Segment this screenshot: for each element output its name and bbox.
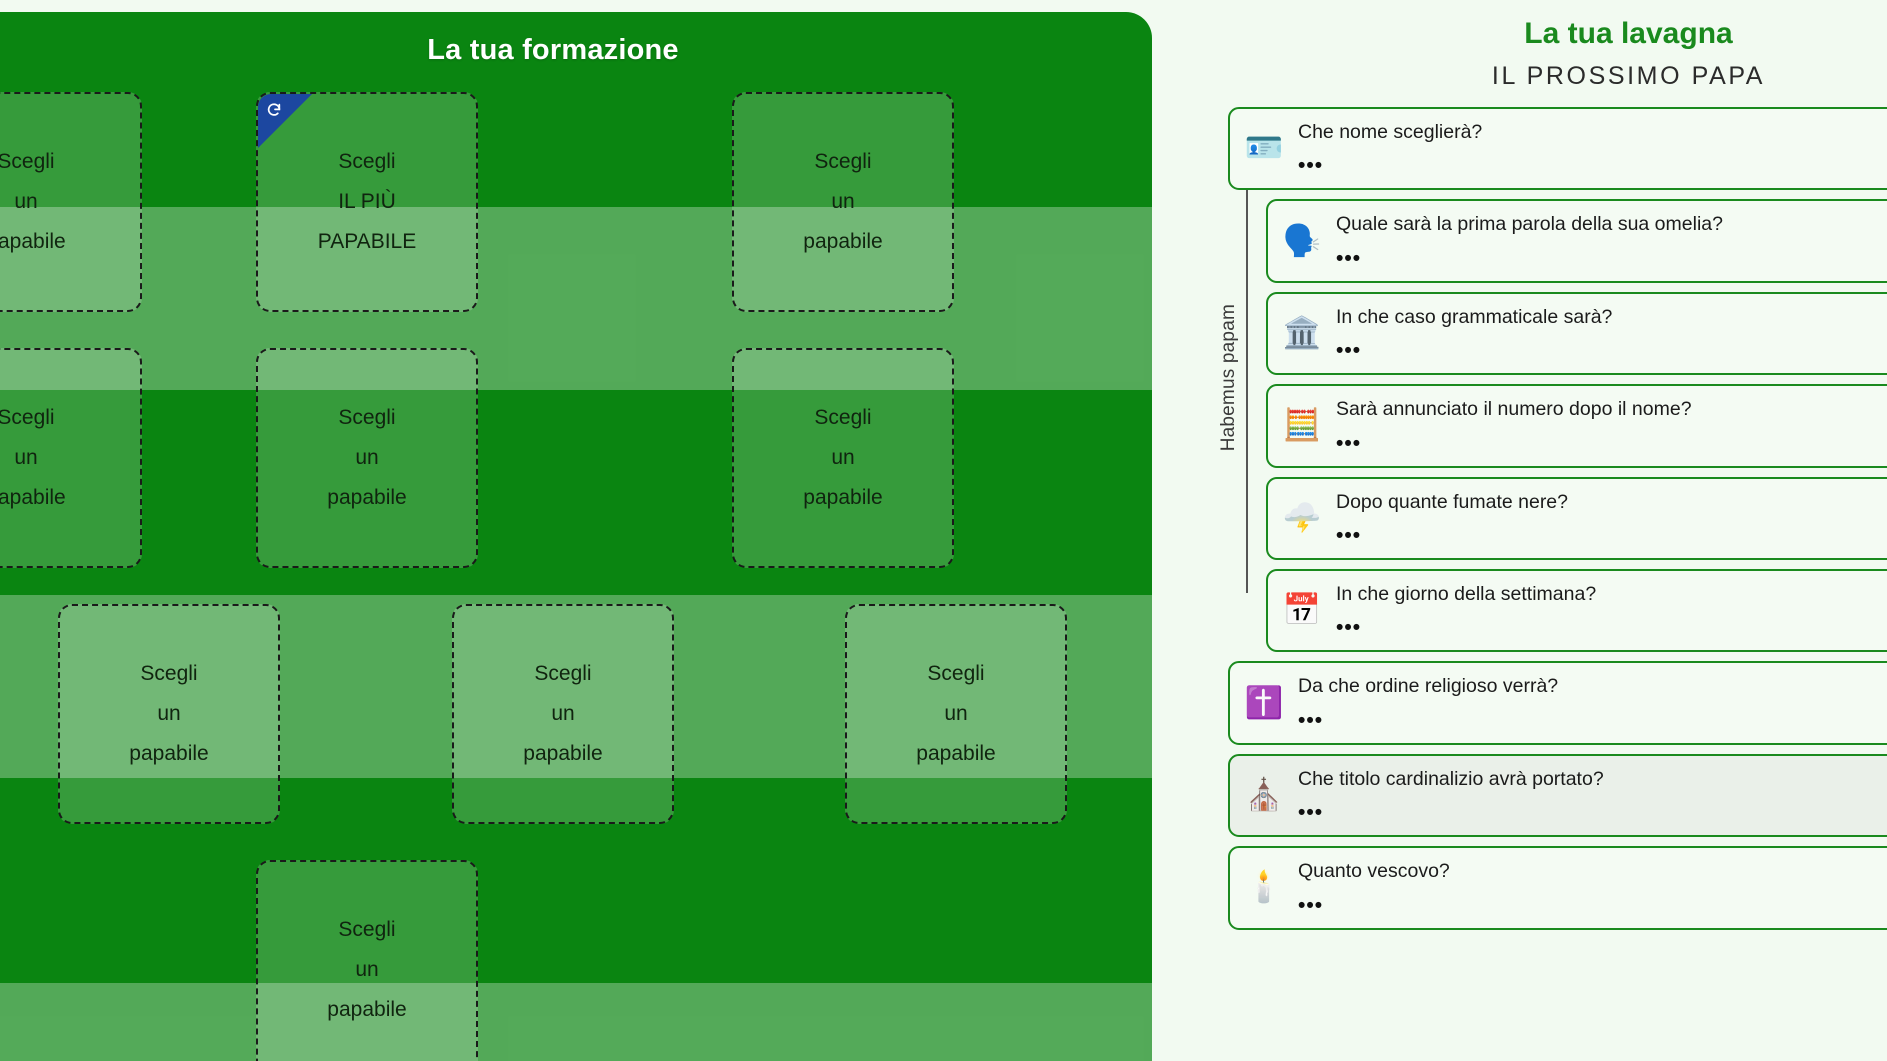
question-text: Dopo quante fumate nere? bbox=[1336, 490, 1569, 513]
question-text: Quale sarà la prima parola della sua ome… bbox=[1336, 213, 1723, 236]
formation-slot-grid: ScegliunpapabileScegliIL PIÙPAPABILESceg… bbox=[0, 12, 1152, 1061]
group-rule bbox=[1246, 163, 1248, 593]
question-answer[interactable]: ••• bbox=[1336, 246, 1362, 270]
question-text: In che caso grammaticale sarà? bbox=[1336, 305, 1613, 328]
slot-row2-left-partial[interactable]: Scegli un papabile bbox=[0, 348, 142, 568]
slot-label-line-1: Scegli bbox=[814, 150, 872, 174]
slot-label-line-2: un bbox=[355, 958, 379, 982]
slot-label-line-3: papabile bbox=[916, 741, 996, 765]
question-body: Quanto vescovo? ••• bbox=[1298, 858, 1887, 915]
question-body: Quale sarà la prima parola della sua ome… bbox=[1336, 211, 1887, 268]
slot-label-line-1: Scegli bbox=[0, 406, 55, 430]
calendar-icon: 📅 bbox=[1282, 592, 1322, 628]
slot-label-line-1: Scegli bbox=[140, 662, 198, 686]
slot-label-line-2: un bbox=[944, 702, 968, 726]
question-answer[interactable]: ••• bbox=[1298, 801, 1324, 825]
question-card-2[interactable]: 🏛️ In che caso grammaticale sarà? ••• bbox=[1266, 291, 1887, 376]
slot-label-line-2: un bbox=[355, 446, 379, 470]
slot-row4-center-partial[interactable]: Scegli un papabile bbox=[256, 860, 478, 1061]
bishop-icon: 🕯️ bbox=[1244, 869, 1284, 905]
abacus-icon: 🧮 bbox=[1282, 407, 1322, 443]
formation-panel: La tua formazione ScegliunpapabileScegli… bbox=[0, 12, 1152, 1061]
question-body: Dopo quante fumate nere? ••• bbox=[1336, 489, 1887, 546]
slot-label-line-2: un bbox=[551, 702, 575, 726]
slot-label-line-3: papabile bbox=[327, 485, 407, 509]
question-text: Che titolo cardinalizio avrà portato? bbox=[1298, 767, 1604, 790]
question-text: Quanto vescovo? bbox=[1298, 860, 1450, 883]
slot-row2-right[interactable]: Scegli un papabile bbox=[732, 348, 954, 568]
question-text: Sarà annunciato il numero dopo il nome? bbox=[1336, 398, 1692, 421]
slot-row2-center[interactable]: Scegli un papabile bbox=[256, 348, 478, 568]
slot-label-line-2: IL PIÙ bbox=[338, 190, 396, 214]
slot-label-line-3: papabile bbox=[0, 485, 66, 509]
board-panel: La tua lavagna IL PROSSIMO PAPA Habemus … bbox=[1152, 0, 1887, 1061]
slot-label-line-1: Scegli bbox=[814, 406, 872, 430]
question-card-0[interactable]: 🪪 Che nome sceglierà? ••• bbox=[1228, 107, 1887, 191]
question-answer[interactable]: ••• bbox=[1298, 154, 1324, 178]
slot-label-line-1: Scegli bbox=[927, 662, 985, 686]
slot-label-line-2: un bbox=[14, 446, 38, 470]
slot-label-line-2: un bbox=[14, 190, 38, 214]
question-answer[interactable]: ••• bbox=[1298, 708, 1324, 732]
latin-cross-icon: ✝️ bbox=[1244, 684, 1284, 720]
slot-label-line-1: Scegli bbox=[0, 150, 55, 174]
question-body: In che giorno della settimana? ••• bbox=[1336, 581, 1887, 638]
question-text: In che giorno della settimana? bbox=[1336, 582, 1597, 605]
board-subtitle: IL PROSSIMO PAPA bbox=[1491, 62, 1766, 90]
page-title: La tua formazione bbox=[427, 34, 679, 66]
question-card-3[interactable]: 🧮 Sarà annunciato il numero dopo il nome?… bbox=[1266, 384, 1887, 468]
classical-building-icon: 🏛️ bbox=[1282, 314, 1322, 350]
slot-row1-right[interactable]: Scegli un papabile bbox=[732, 92, 954, 312]
question-answer[interactable]: ••• bbox=[1336, 431, 1362, 455]
slot-label-line-1: Scegli bbox=[338, 918, 396, 942]
question-card-4[interactable]: 🌩️ Dopo quante fumate nere? ••• bbox=[1266, 476, 1887, 560]
question-answer[interactable]: ••• bbox=[1336, 616, 1362, 640]
slot-row1-center-captain[interactable]: Scegli IL PIÙ PAPABILE bbox=[256, 92, 478, 312]
slot-row3-left[interactable]: Scegli un papabile bbox=[58, 604, 280, 824]
slot-row3-right[interactable]: Scegli un papabile bbox=[845, 604, 1067, 824]
slot-row3-center[interactable]: Scegli un papabile bbox=[452, 604, 674, 824]
question-list: Habemus papam 🪪 Che nome sceglierà? ••• 🗣️ Q… bbox=[1190, 107, 1887, 930]
formation-pitch: La tua formazione ScegliunpapabileScegli… bbox=[0, 12, 1152, 1061]
question-text: Da che ordine religioso verrà? bbox=[1298, 675, 1559, 698]
slot-label-line-2: un bbox=[831, 446, 855, 470]
question-body: In che caso grammaticale sarà? ••• bbox=[1336, 304, 1887, 361]
slot-label-line-3: papabile bbox=[523, 741, 603, 765]
slot-label-line-3: papabile bbox=[803, 229, 883, 253]
question-answer[interactable]: ••• bbox=[1298, 893, 1324, 917]
question-card-5[interactable]: 📅 In che giorno della settimana? ••• bbox=[1266, 568, 1887, 653]
question-body: Che titolo cardinalizio avrà portato? ••• bbox=[1298, 766, 1887, 823]
board-title: La tua lavagna bbox=[1524, 17, 1733, 50]
habemus-papam-group-rail: Habemus papam bbox=[1218, 163, 1248, 593]
question-card-8[interactable]: 🕯️ Quanto vescovo? ••• bbox=[1228, 846, 1887, 930]
slot-label-line-3: PAPABILE bbox=[317, 229, 417, 253]
slot-label-line-3: papabile bbox=[129, 741, 209, 765]
storm-cloud-icon: 🌩️ bbox=[1282, 499, 1322, 535]
slot-label-line-3: papabile bbox=[803, 485, 883, 509]
church-icon: ⛪ bbox=[1244, 776, 1284, 812]
question-answer[interactable]: ••• bbox=[1336, 339, 1362, 363]
speaking-head-icon: 🗣️ bbox=[1282, 222, 1322, 258]
question-text: Che nome sceglierà? bbox=[1298, 121, 1483, 143]
slot-label-line-3: papabile bbox=[0, 229, 66, 253]
question-answer[interactable]: ••• bbox=[1336, 523, 1362, 547]
slot-label-line-1: Scegli bbox=[338, 150, 396, 174]
slot-label-line-3: papabile bbox=[327, 997, 407, 1021]
id-card-icon: 🪪 bbox=[1244, 130, 1284, 166]
question-body: Sarà annunciato il numero dopo il nome? •… bbox=[1336, 396, 1887, 453]
slot-label-line-2: un bbox=[157, 702, 181, 726]
question-body: Da che ordine religioso verrà? ••• bbox=[1298, 673, 1887, 730]
slot-label-line-2: un bbox=[831, 190, 855, 214]
slot-row1-left-partial[interactable]: Scegli un papabile bbox=[0, 92, 142, 312]
question-card-7[interactable]: ⛪ Che titolo cardinalizio avrà portato? ••… bbox=[1228, 753, 1887, 838]
refresh-icon[interactable] bbox=[258, 94, 312, 148]
question-body: Che nome sceglierà? ••• bbox=[1298, 119, 1887, 176]
question-card-1[interactable]: 🗣️ Quale sarà la prima parola della sua o… bbox=[1266, 199, 1887, 283]
group-label: Habemus papam bbox=[1218, 304, 1239, 452]
question-card-6[interactable]: ✝️ Da che ordine religioso verrà? ••• bbox=[1228, 661, 1887, 745]
slot-label-line-1: Scegli bbox=[534, 662, 592, 686]
slot-label-line-1: Scegli bbox=[338, 406, 396, 430]
